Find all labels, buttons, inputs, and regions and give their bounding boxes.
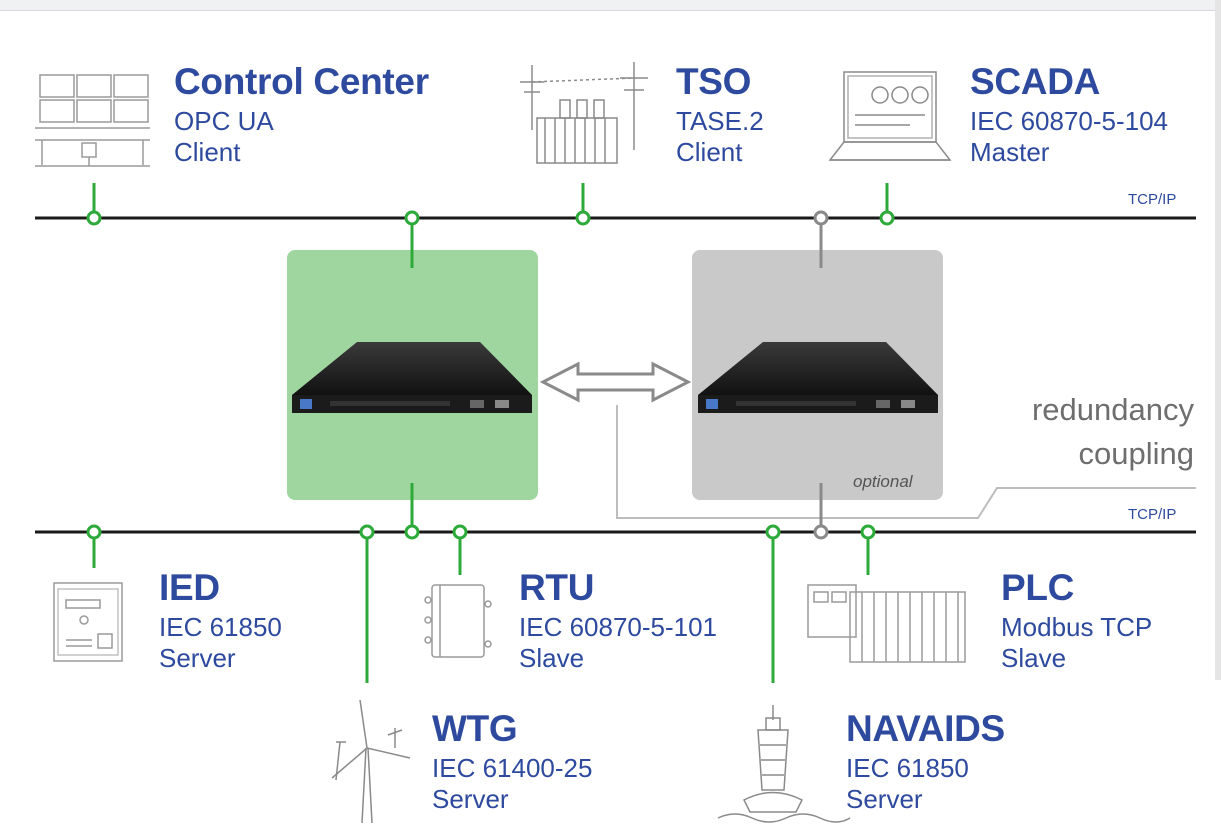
control-center-role: Client	[174, 137, 241, 167]
plc-title: PLC	[1001, 567, 1075, 608]
plc-rack-icon	[807, 584, 966, 663]
green-nodes	[86, 210, 895, 540]
control-center-protocol: OPC UA	[174, 106, 274, 136]
wind-turbine-icon	[331, 699, 411, 824]
wtg-role: Server	[432, 784, 509, 814]
window-top-bar	[0, 0, 1221, 11]
buoy-icon	[717, 705, 851, 823]
navaids-title: NAVAIDS	[846, 708, 1005, 749]
wtg-protocol: IEC 61400-25	[432, 753, 593, 783]
navaids-protocol: IEC 61850	[846, 753, 969, 783]
control-room-icon	[35, 74, 150, 167]
substation-icon	[520, 62, 648, 164]
ied-protocol: IEC 61850	[159, 612, 282, 642]
rtu-role: Slave	[519, 643, 585, 673]
rtu-title: RTU	[519, 567, 595, 608]
tso-title: TSO	[676, 61, 752, 102]
server-optional-icon	[698, 342, 938, 413]
relay-device-icon	[53, 582, 123, 662]
redundancy-label: redundancy coupling	[980, 388, 1194, 476]
control-center-title: Control Center	[174, 61, 429, 102]
ied-label: IED IEC 61850 Server	[159, 569, 282, 671]
ied-role: Server	[159, 643, 236, 673]
rtu-box-icon	[424, 584, 492, 658]
redundancy-line2: coupling	[1078, 436, 1194, 472]
bottom-tcpip-label: TCP/IP	[1128, 506, 1177, 523]
wtg-title: WTG	[432, 708, 518, 749]
server-primary-icon	[292, 342, 532, 413]
plc-label: PLC Modbus TCP Slave	[1001, 569, 1152, 671]
scada-role: Master	[970, 137, 1050, 167]
rtu-protocol: IEC 60870-5-101	[519, 612, 718, 642]
control-center-label: Control Center OPC UA Client	[174, 63, 429, 165]
tso-label: TSO TASE.2 Client	[676, 63, 764, 165]
navaids-role: Server	[846, 784, 923, 814]
ied-title: IED	[159, 567, 220, 608]
redundancy-coupling-line	[616, 405, 1196, 519]
redundancy-arrow-icon	[539, 361, 692, 403]
top-tcpip-label: TCP/IP	[1128, 191, 1177, 208]
scrollbar-edge[interactable]	[1215, 0, 1221, 680]
laptop-icon	[828, 71, 952, 161]
plc-role: Slave	[1001, 643, 1067, 673]
tso-role: Client	[676, 137, 743, 167]
plc-protocol: Modbus TCP	[1001, 612, 1153, 642]
rtu-label: RTU IEC 60870-5-101 Slave	[519, 569, 717, 671]
scada-title: SCADA	[970, 61, 1101, 102]
navaids-label: NAVAIDS IEC 61850 Server	[846, 710, 1005, 812]
tso-protocol: TASE.2	[676, 106, 764, 136]
wtg-label: WTG IEC 61400-25 Server	[432, 710, 592, 812]
scada-label: SCADA IEC 60870-5-104 Master	[970, 63, 1168, 165]
optional-label: optional	[853, 472, 913, 491]
redundancy-line1: redundancy	[1031, 392, 1194, 427]
scada-protocol: IEC 60870-5-104	[970, 106, 1169, 136]
gray-nodes	[813, 210, 829, 540]
